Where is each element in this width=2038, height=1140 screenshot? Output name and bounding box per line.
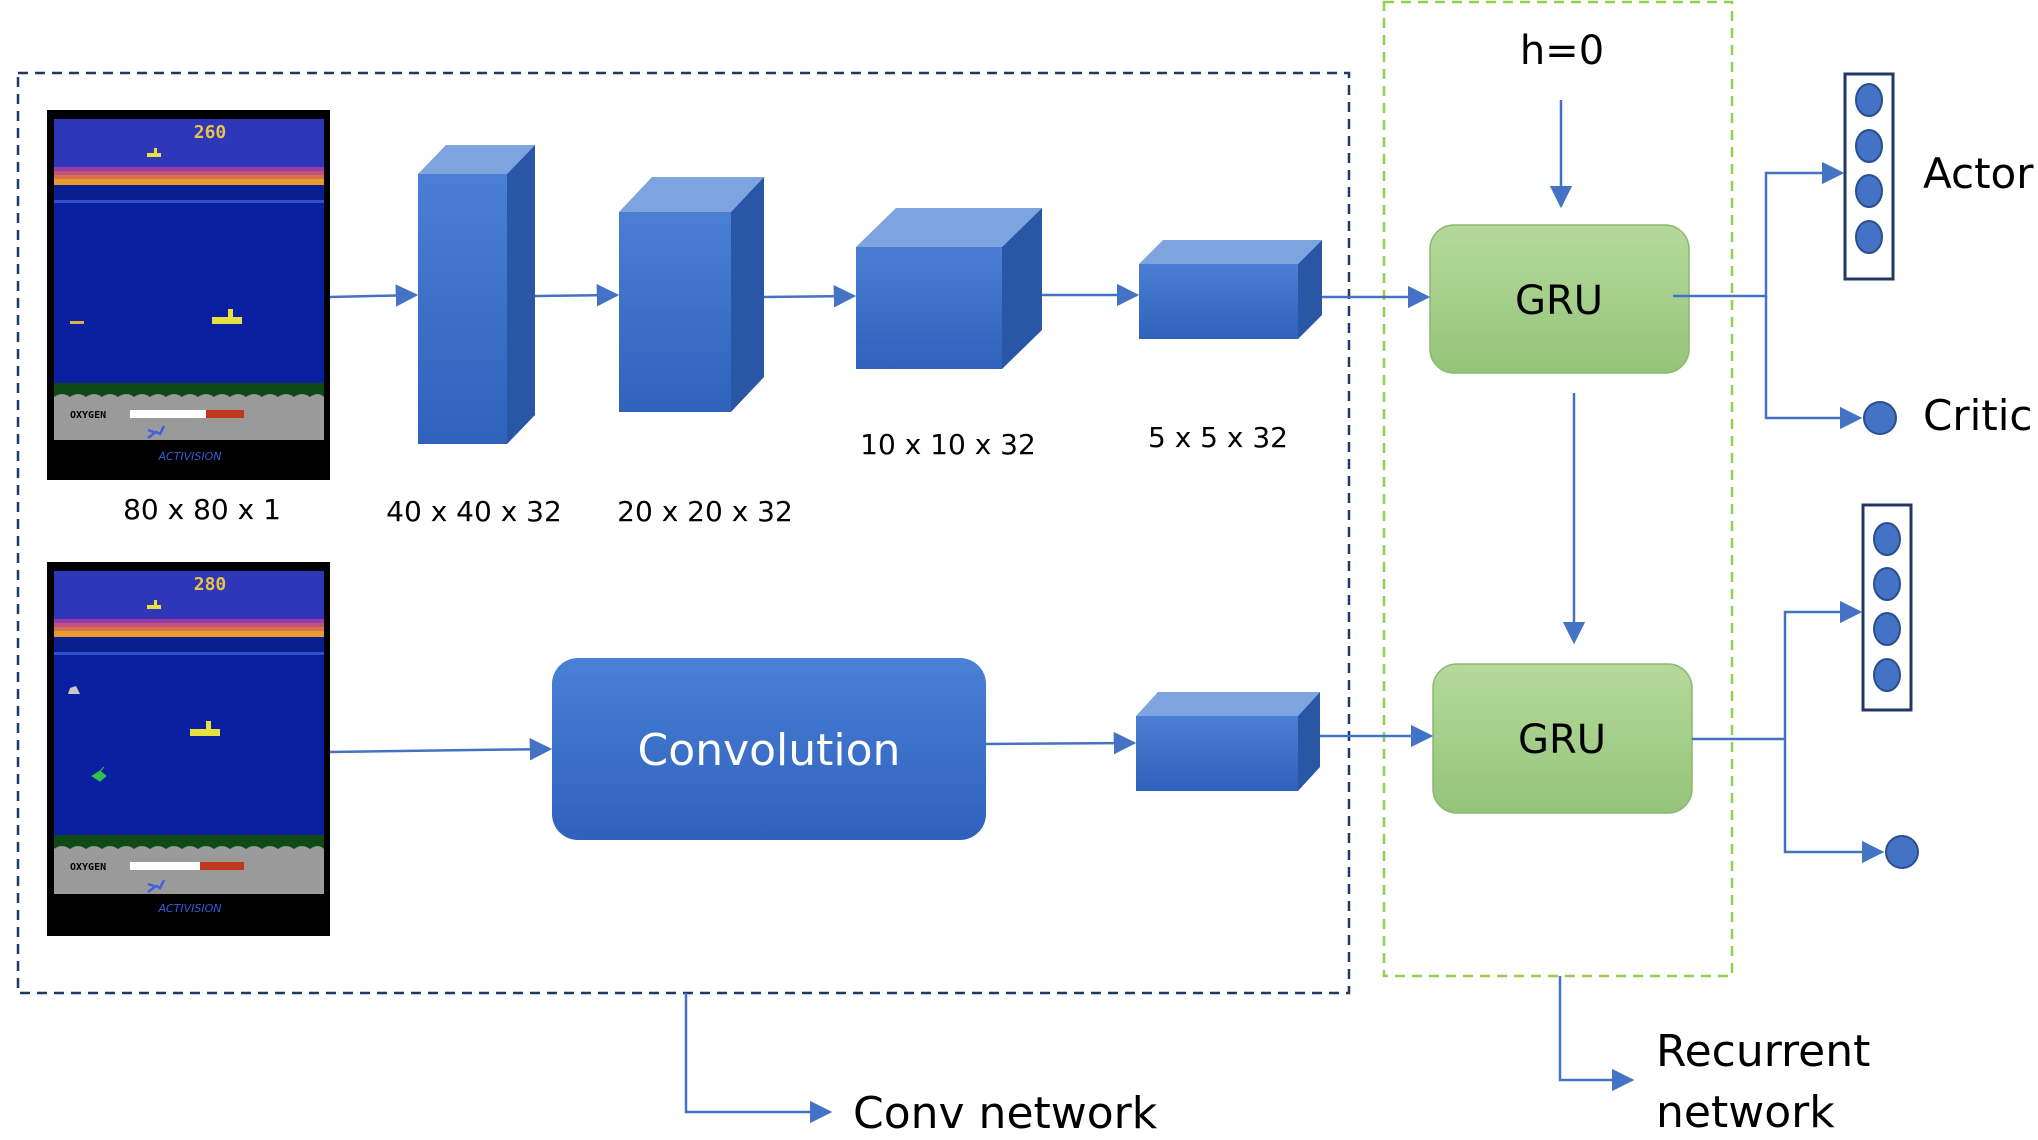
oxygen-label-1: OXYGEN — [70, 410, 106, 421]
recurrent-network-label-line1: Recurrent — [1656, 1026, 1870, 1077]
cube-5x5x32 — [1139, 240, 1322, 339]
oxygen-label-2: OXYGEN — [70, 862, 106, 873]
conv2-size-label: 20 x 20 x 32 — [617, 495, 793, 528]
diver-icon-2 — [147, 879, 166, 893]
h0-label: h=0 — [1520, 28, 1604, 74]
convolution-label: Convolution — [638, 725, 901, 776]
arrow-convolution-to-cube — [985, 731, 1137, 755]
shark-icon-2 — [68, 686, 80, 694]
arrow-gru-top-to-critic — [1764, 296, 1863, 430]
cube-10x10x32 — [856, 208, 1042, 369]
gru-label-bottom: GRU — [1518, 717, 1606, 763]
arrow-conv2-to-conv3 — [763, 284, 857, 308]
oxygen-bar-2 — [130, 862, 200, 870]
enemy-sub-icon-1 — [212, 309, 242, 324]
arrow-frame2-to-convolution — [329, 738, 553, 761]
gru-label-top: GRU — [1515, 278, 1603, 324]
input-size-label: 80 x 80 x 1 — [123, 493, 281, 526]
player-sub-icon-2 — [147, 600, 161, 609]
game-frame-2: 280 OXYGEN ACTIVISION — [47, 562, 330, 936]
cube-40x40x32 — [418, 145, 535, 444]
recurrent-network-box — [1382, 0, 1734, 978]
conv-network-label: Conv network — [853, 1088, 1158, 1139]
conv4-size-label: 5 x 5 x 32 — [1148, 421, 1288, 454]
conv1-size-label: 40 x 40 x 32 — [386, 495, 562, 528]
convolution-box — [552, 658, 986, 840]
score-1: 260 — [194, 122, 227, 143]
conv-network-box — [16, 71, 1351, 995]
conv3-size-label: 10 x 10 x 32 — [860, 428, 1036, 461]
arrow-conv-box-to-label — [684, 993, 833, 1124]
diver-icon-1 — [147, 425, 166, 439]
critic-label: Critic — [1923, 391, 2033, 440]
player-sub-icon-1 — [147, 148, 161, 157]
actor-vector-top — [1843, 72, 1895, 281]
recurrent-network-label-line2: network — [1656, 1087, 1835, 1138]
arrow-gru-bottom-to-actor — [1692, 600, 1863, 741]
cube-conv-output — [1136, 692, 1320, 791]
brand-label-1: ACTIVISION — [157, 450, 221, 463]
game-frame-1: 260 OXYGEN ACTIVISION — [47, 110, 330, 480]
arrow-frame1-to-conv1 — [329, 284, 419, 307]
cube-20x20x32 — [619, 177, 764, 412]
fish-icon-2 — [91, 766, 107, 782]
brand-label-2: ACTIVISION — [157, 902, 221, 915]
actor-vector-bottom — [1861, 503, 1913, 712]
arrows — [329, 100, 1885, 1124]
arrow-gru-top-to-actor — [1673, 161, 1845, 298]
enemy-sub-icon-2 — [190, 721, 220, 736]
arrow-recurrent-box-to-label — [1558, 976, 1635, 1092]
oxygen-bar-1 — [130, 410, 206, 418]
arrow-gru-bottom-to-critic — [1783, 739, 1885, 864]
arrow-conv1-to-conv2 — [534, 283, 620, 307]
critic-node-bottom — [1885, 835, 1919, 869]
critic-node-top — [1863, 401, 1897, 435]
actor-label: Actor — [1923, 149, 2034, 198]
score-2: 280 — [194, 574, 227, 595]
